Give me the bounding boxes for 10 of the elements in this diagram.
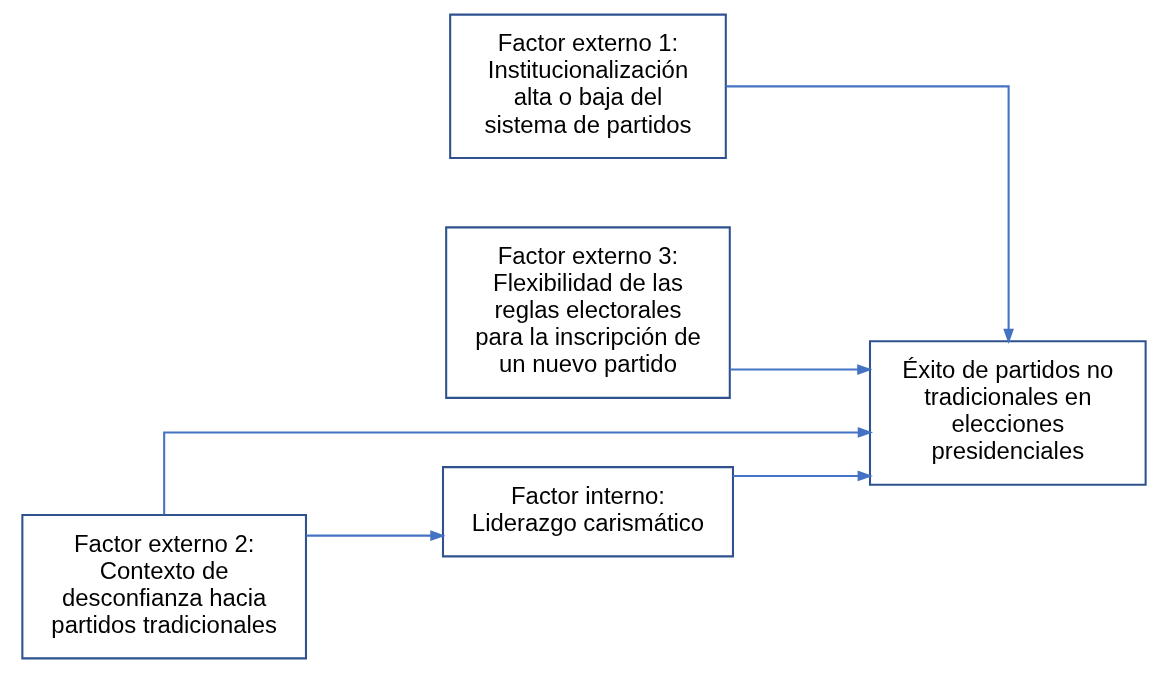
arrow [732, 470, 873, 482]
node-box: Éxito de partidos no tradicionales en elecciones presidenciales [868, 340, 1147, 486]
arrow [729, 364, 873, 375]
node-box: Factor externo 3: Flexibilidad de las reglas electorales para la inscripción de un nuevo partido [444, 226, 731, 399]
node-box: Factor interno: Liderazgo carismático [441, 466, 734, 558]
arrow [725, 85, 1014, 345]
node-box: Factor externo 1: Institucionalización alta o baja del sistema de partidos [448, 13, 727, 160]
node-box: Factor externo 2: Contexto de desconfianza hacia partidos tradicionales [20, 513, 307, 660]
arrow [162, 427, 873, 515]
arrow [305, 530, 446, 541]
